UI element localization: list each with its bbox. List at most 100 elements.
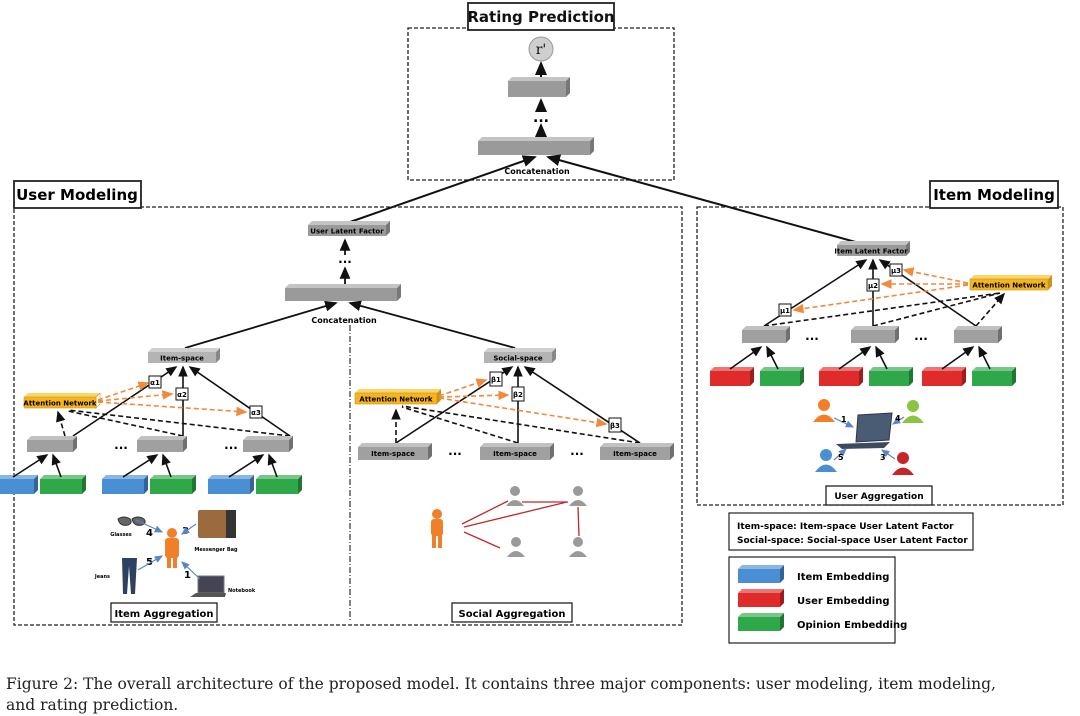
svg-text:Attention Network: Attention Network bbox=[359, 396, 432, 404]
svg-text:μ2: μ2 bbox=[868, 282, 878, 290]
edge-arrow bbox=[12, 454, 49, 478]
user-modeling-title: User Modeling bbox=[16, 186, 138, 204]
edge-arrow bbox=[267, 453, 278, 478]
svg-text:4: 4 bbox=[895, 414, 901, 423]
opinion-embedding bbox=[760, 367, 804, 386]
rating-prediction-panel: Rating Prediction r' ... Concatenation bbox=[407, 2, 675, 181]
legend-label: Item Embedding bbox=[797, 572, 889, 583]
opinion-embedding bbox=[256, 475, 302, 494]
user-concat-label: Concatenation bbox=[311, 316, 377, 325]
figure-caption: Figure 2: The overall architecture of th… bbox=[6, 674, 1080, 716]
user-embedding bbox=[922, 367, 966, 386]
opinion-embedding bbox=[972, 367, 1016, 386]
svg-text:μ1: μ1 bbox=[780, 307, 790, 315]
svg-text:Social-space: Social-space Use: Social-space: Social-space User Latent F… bbox=[737, 536, 968, 546]
item-aggregation-network: Item-space Attention Network α1 α2 α3 bbox=[0, 348, 302, 494]
mlp-layer bbox=[851, 326, 899, 343]
edge-arrow bbox=[875, 345, 888, 370]
neighbor-item-space-layer: Item-space bbox=[358, 443, 432, 460]
svg-text:5: 5 bbox=[146, 557, 153, 568]
weight-alpha-2: α2 bbox=[175, 387, 189, 401]
svg-text:4: 4 bbox=[146, 528, 153, 539]
svg-text:5: 5 bbox=[838, 453, 844, 462]
svg-text:1: 1 bbox=[841, 415, 847, 424]
mlp-layer bbox=[137, 436, 187, 452]
legend-swatch bbox=[738, 565, 784, 583]
neighbor-item-space-layer: Item-space bbox=[600, 443, 674, 460]
layer-label: Item-space bbox=[493, 450, 537, 458]
svg-text:Notebook: Notebook bbox=[228, 588, 256, 594]
layer-label: Item-space bbox=[613, 450, 657, 458]
weight-mu-3: μ3 bbox=[889, 263, 903, 277]
user-latent-factor-layer: User Latent Factor bbox=[308, 221, 390, 236]
svg-text:Item-space: Item-space bbox=[160, 355, 204, 363]
ellipsis: ... bbox=[114, 438, 128, 452]
opinion-embedding bbox=[40, 475, 86, 494]
weight-mu-2: μ2 bbox=[866, 278, 880, 292]
neighbor-item-space-layer: Item-space bbox=[480, 443, 554, 460]
item-embedding bbox=[102, 475, 148, 494]
edge-arrow bbox=[161, 453, 172, 478]
svg-text:Jeans: Jeans bbox=[94, 574, 110, 580]
user-person-icon-green bbox=[902, 400, 924, 423]
rating-hidden-layer bbox=[508, 77, 570, 97]
definitions-box: Item-space: Item-space User Latent Facto… bbox=[728, 512, 974, 551]
legend-label: Opinion Embedding bbox=[797, 620, 907, 631]
svg-text:Item Latent Factor: Item Latent Factor bbox=[834, 248, 908, 256]
svg-text:α1: α1 bbox=[150, 379, 160, 387]
edge-arrow bbox=[729, 346, 763, 370]
svg-text:α3: α3 bbox=[251, 409, 261, 417]
mlp-layer bbox=[954, 326, 1002, 343]
messenger-bag-icon bbox=[198, 510, 236, 538]
mlp-layer bbox=[27, 436, 77, 452]
user-aggregation-illustration: 1 4 5 3 User Aggregation bbox=[813, 399, 933, 506]
user-concat-layer bbox=[285, 284, 401, 301]
opinion-embedding bbox=[869, 367, 913, 386]
attention-network-user-social: Attention Network bbox=[354, 389, 441, 405]
user-person-icon bbox=[165, 528, 179, 568]
user-to-rating-connector bbox=[349, 155, 537, 223]
mlp-layer bbox=[742, 326, 790, 343]
item-space-layer: Item-space bbox=[148, 348, 220, 363]
weight-alpha-3: α3 bbox=[249, 405, 263, 419]
legend-label: User Embedding bbox=[797, 596, 889, 607]
jeans-icon bbox=[122, 558, 137, 594]
edge-arrow bbox=[766, 345, 779, 370]
user-aggregation-title: User Aggregation bbox=[834, 492, 923, 502]
weight-beta-2: β2 bbox=[511, 386, 525, 402]
user-person-icon bbox=[431, 509, 443, 548]
item-embedding bbox=[208, 475, 254, 494]
ellipsis: ... bbox=[224, 438, 238, 452]
item-to-rating-connector bbox=[546, 154, 871, 247]
edge-arrow bbox=[941, 346, 975, 370]
item-embedding bbox=[0, 475, 38, 494]
rating-ellipsis: ... bbox=[533, 110, 549, 126]
rating-concat-layer bbox=[478, 137, 594, 155]
legend-swatch bbox=[738, 613, 784, 631]
svg-text:Item-space: Item-space User L: Item-space: Item-space User Latent Facto… bbox=[737, 522, 954, 532]
edge-arrow bbox=[122, 454, 159, 478]
ellipsis: ... bbox=[570, 444, 584, 458]
user-ellipsis: ... bbox=[338, 252, 352, 266]
rating-prediction-title: Rating Prediction bbox=[467, 8, 614, 26]
caption-line-1: Figure 2: The overall architecture of th… bbox=[6, 675, 996, 693]
svg-text:Social-space: Social-space bbox=[493, 355, 542, 363]
ellipsis: ... bbox=[805, 329, 819, 343]
svg-text:Messenger Bag: Messenger Bag bbox=[194, 547, 238, 553]
svg-text:3: 3 bbox=[880, 453, 886, 462]
svg-text:μ3: μ3 bbox=[891, 267, 901, 275]
user-modeling-panel: User Modeling User Latent Factor ... Con… bbox=[0, 180, 683, 626]
edge-arrow bbox=[978, 345, 991, 370]
edge-arrow bbox=[228, 454, 265, 478]
svg-text:User Latent Factor: User Latent Factor bbox=[310, 228, 384, 236]
user-embedding bbox=[710, 367, 754, 386]
weight-beta-1: β1 bbox=[489, 371, 503, 387]
attention-network-user-item: Attention Network bbox=[23, 392, 101, 409]
ellipsis: ... bbox=[914, 329, 928, 343]
notebook-icon bbox=[190, 575, 226, 597]
user-person-icon-blue bbox=[815, 449, 837, 472]
layer-label: Item-space bbox=[371, 450, 415, 458]
user-embedding bbox=[819, 367, 863, 386]
